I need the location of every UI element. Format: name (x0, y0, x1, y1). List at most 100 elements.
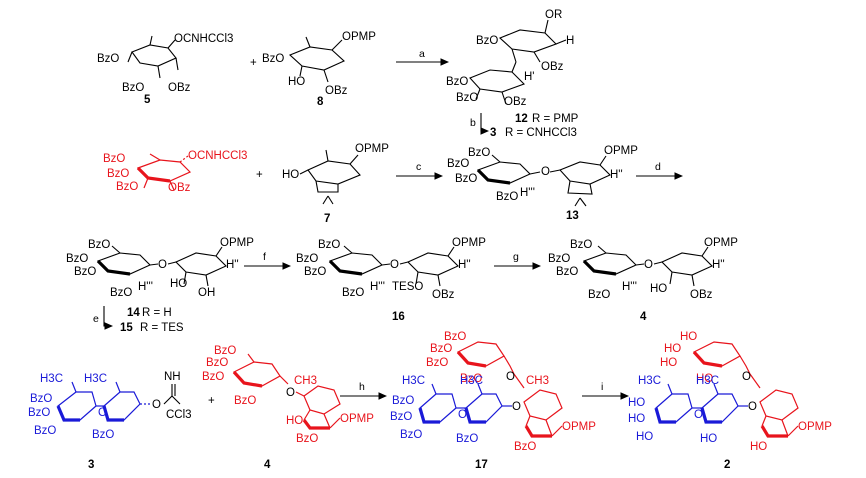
label-ho: HO (282, 169, 299, 181)
label-bzo: BzO (262, 53, 284, 65)
arrow-f: f (244, 251, 292, 270)
label-bzo: BzO (342, 287, 364, 299)
anomeric-o: O (152, 399, 161, 411)
label-ccl3: CCl3 (166, 409, 192, 421)
label-h3c: H3C (402, 375, 425, 387)
r-group-text: R = TES (140, 322, 184, 334)
label-bzo: BzO (88, 239, 110, 251)
label-bzo: BzO (234, 395, 256, 407)
arrow-g: g (494, 251, 542, 270)
label-h-triple-prime: H''' (138, 281, 153, 293)
label-obz: OBz (168, 182, 191, 194)
label-bzo: BzO (97, 53, 119, 65)
compound-number: 16 (392, 311, 405, 323)
label-h3c: H3C (460, 375, 483, 387)
label-h-prime: H' (524, 71, 535, 83)
label-bzo: BzO (296, 433, 318, 445)
compound-number: 5 (144, 94, 151, 106)
label-bzo: BzO (304, 266, 326, 278)
label-h-double-prime: H'' (610, 169, 623, 181)
plus-sign: + (256, 169, 263, 181)
glycosidic-o: O (506, 371, 515, 383)
arrow-label: f (263, 251, 266, 263)
label-bzo: BzO (426, 357, 448, 369)
label-obz: OBz (690, 289, 713, 301)
label-bzo: BzO (456, 92, 478, 104)
label-bzo: BzO (34, 425, 56, 437)
label-bzo: BzO (110, 287, 132, 299)
label-bzo: BzO (116, 181, 138, 193)
step-label: b (470, 117, 476, 129)
compound-4-colored: BzO BzO BzO BzO O CH3 HO OPMP BzO 4 (202, 345, 374, 471)
step-b: b 12 R = PMP 3 R = CNHCCl3 (470, 113, 579, 139)
arrow-i: i (582, 381, 630, 400)
label-bzo: BzO (468, 147, 490, 159)
label-opmp: OPMP (340, 413, 374, 425)
compound-red-donor: BzO OCNHCCl3 BzO BzO OBz (103, 150, 247, 194)
arrow-d: d (636, 161, 684, 180)
label-h3c: H3C (84, 373, 107, 385)
arrow-label: g (513, 251, 519, 263)
compound-number: 14 (127, 307, 140, 319)
label-h-triple-prime: H''' (622, 281, 637, 293)
label-bzo: BzO (392, 395, 414, 407)
compound-number: 4 (640, 311, 647, 323)
label-h3c: H3C (40, 373, 63, 385)
arrow-label: c (416, 161, 421, 173)
label-bzo: BzO (30, 393, 52, 405)
compound-2: HO HO HO HO O H3C H3C HO HO HO O O OPMP … (628, 331, 832, 471)
label-ho: HO (636, 431, 653, 443)
compound-number: 2 (724, 459, 730, 471)
label-bzo: BzO (430, 343, 452, 355)
label-bzo: BzO (92, 429, 114, 441)
label-opmp: OPMP (342, 31, 376, 43)
label-ho: HO (664, 343, 681, 355)
label-ho: HO (650, 283, 667, 295)
label-bzo: BzO (400, 429, 422, 441)
label-bzo: BzO (514, 441, 536, 453)
r-group-text: R = CNHCCl3 (505, 127, 577, 139)
label-ho: HO (288, 76, 305, 88)
label-ho: HO (660, 357, 677, 369)
glycosidic-o: O (158, 259, 167, 271)
label-ho: HO (680, 331, 697, 343)
label-bzo: BzO (28, 407, 50, 419)
label-opmp: OPMP (562, 421, 596, 433)
compound-17: BzO BzO BzO BzO O CH3 H3C H3C BzO BzO Bz… (390, 331, 596, 471)
label-bzo: BzO (202, 371, 224, 383)
arrow-label: a (419, 48, 425, 60)
label-nh: NH (164, 371, 181, 383)
label-obz: OBz (541, 61, 564, 73)
label-bzo: BzO (446, 76, 468, 88)
compound-7: OPMP HO 7 (282, 143, 389, 225)
label-ho: HO (286, 415, 303, 427)
compound-5: OCNHCCl3 BzO BzO OBz 5 (97, 33, 233, 106)
label-h-triple-prime: H''' (520, 187, 535, 199)
label-h-double-prime: H'' (712, 259, 725, 271)
label-bzo: BzO (390, 411, 412, 423)
step-e: e 14 R = H 15 R = TES (93, 306, 184, 334)
glycosidic-o: O (390, 259, 399, 271)
label-bzo: BzO (296, 253, 318, 265)
label-bzo: BzO (460, 373, 482, 385)
label-opmp: OPMP (452, 237, 486, 249)
label-ho: HO (628, 397, 645, 409)
arrow-label: h (359, 381, 365, 393)
label-h3c: H3C (696, 375, 719, 387)
compound-16: BzO OPMP BzO O H'' BzO BzO H''' TESO OBz… (296, 237, 486, 323)
compound-8: OPMP BzO HO OBz 8 (262, 31, 376, 108)
label-bzo: BzO (444, 331, 466, 343)
compound-number: 3 (88, 459, 94, 471)
label-bzo: BzO (214, 345, 236, 357)
label-bzo: BzO (456, 433, 478, 445)
label-bzo: BzO (556, 266, 578, 278)
label-bzo: BzO (455, 173, 477, 185)
compound-4: BzO OPMP BzO O H'' BzO BzO H''' HO OBz 4 (548, 237, 738, 323)
label-bzo: BzO (122, 82, 144, 94)
compound-number: 7 (324, 213, 330, 225)
label-ho: HO (750, 441, 767, 453)
glycosidic-o: O (458, 409, 467, 421)
glycosidic-o: O (541, 166, 550, 178)
arrow-c: c (396, 161, 444, 180)
